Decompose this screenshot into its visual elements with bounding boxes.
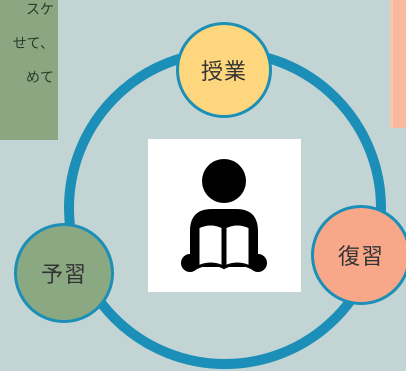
node-review: 復習	[311, 205, 406, 305]
left-note-line-2: せて、	[12, 36, 54, 52]
left-note-line-3: めて	[26, 70, 54, 86]
node-review-label: 復習	[337, 245, 384, 270]
person-reading-book-icon	[181, 159, 267, 272]
center-icon-box	[148, 139, 301, 292]
node-preview-label: 予習	[40, 263, 87, 288]
right-note-panel	[390, 0, 406, 128]
node-class-label: 授業	[200, 60, 247, 85]
node-class: 授業	[176, 22, 272, 118]
left-note-line-1: スケ	[26, 2, 54, 18]
node-preview: 予習	[14, 223, 114, 323]
left-note-panel: スケ せて、 めて	[0, 0, 58, 140]
